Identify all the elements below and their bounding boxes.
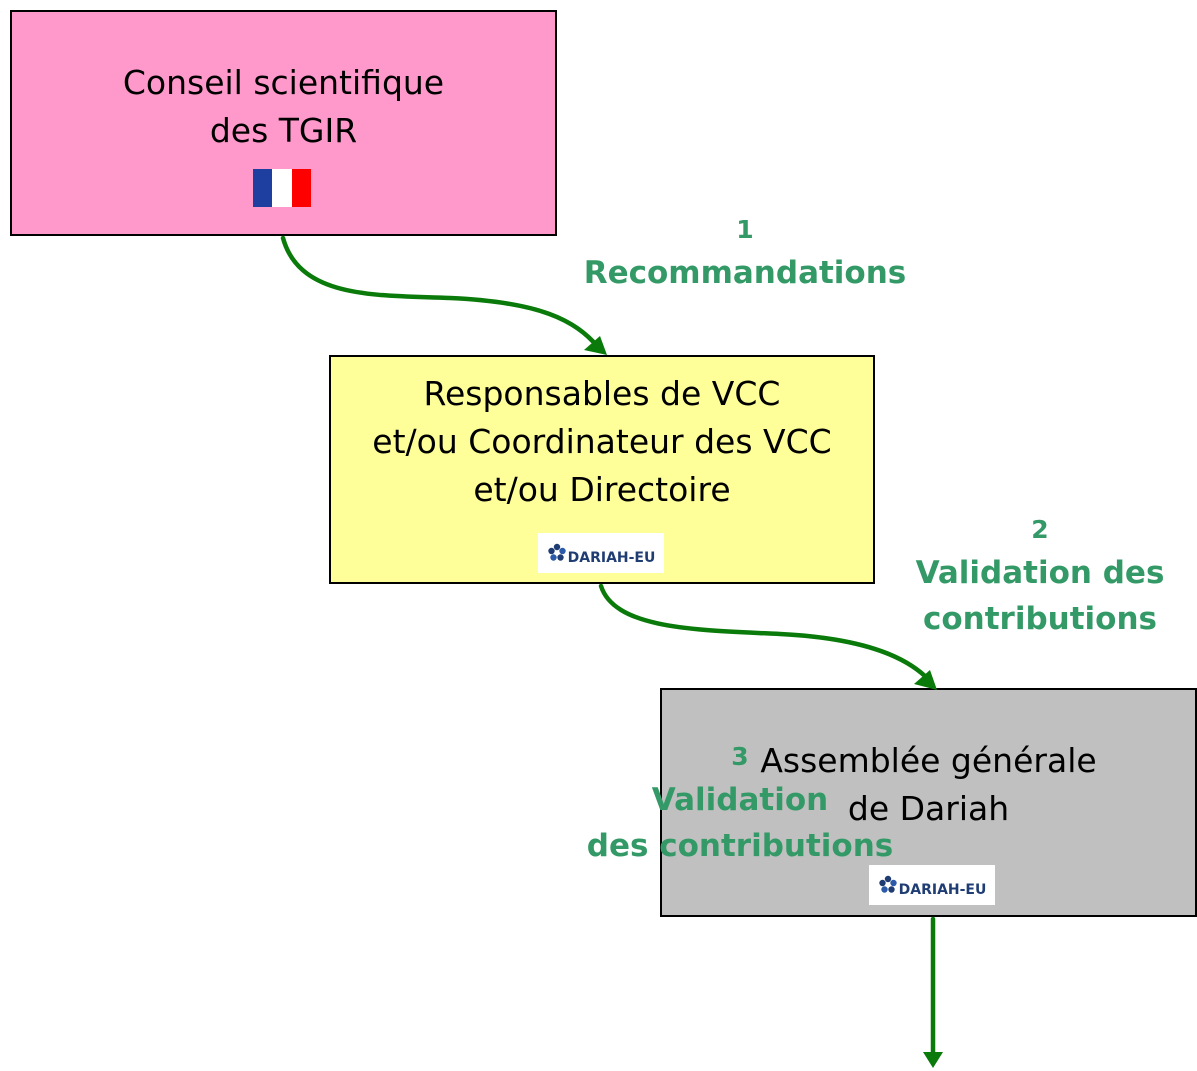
- edge-label-3: 3 Validation des contributions: [540, 737, 940, 869]
- node-responsables-line-3: et/ou Directoire: [473, 470, 731, 509]
- node-assemblee-generale: Assemblée générale de Dariah DARIAH-EU: [660, 688, 1197, 917]
- arrow-1-to-responsables: [280, 235, 601, 350]
- dariah-logo-text: DARIAH-EU: [567, 550, 656, 566]
- dariah-eu-logo: DARIAH-EU: [538, 533, 664, 573]
- node-responsables-vcc: Responsables de VCC et/ou Coordinateur d…: [329, 355, 875, 584]
- node-conseil-label: Conseil scientifique des TGIR: [12, 59, 555, 155]
- node-responsables-line-2: et/ou Coordinateur des VCC: [372, 422, 832, 461]
- edge-number-1: 1: [736, 215, 754, 244]
- node-responsables-label: Responsables de VCC et/ou Coordinateur d…: [331, 370, 873, 514]
- arrowhead-1: [584, 336, 607, 355]
- arrowhead-2: [914, 670, 937, 690]
- edge-number-3: 3: [731, 742, 749, 771]
- node-conseil-line-1: Conseil scientifique: [122, 63, 445, 102]
- edge-label-2: 2 Validation des contributions: [890, 510, 1190, 642]
- dariah-eu-logo: DARIAH-EU: [869, 865, 995, 905]
- node-conseil-scientifique: Conseil scientifique des TGIR: [10, 10, 557, 236]
- edge-label-1-line-1: Recommandations: [583, 255, 907, 291]
- arrow-2-to-assemblee: [598, 583, 932, 683]
- french-flag-icon: [253, 169, 311, 207]
- edge-label-3-line-1: Validation: [651, 782, 829, 818]
- node-conseil-line-2: des TGIR: [209, 111, 358, 150]
- node-assemblee-line-2: de Dariah: [847, 789, 1010, 828]
- flag-stripe-blue: [253, 169, 273, 207]
- dariah-flower-icon: [878, 875, 897, 893]
- edge-label-2-line-1: Validation des: [915, 555, 1165, 591]
- arrowhead-3: [923, 1052, 943, 1068]
- flag-stripe-white: [272, 169, 292, 207]
- edge-label-2-line-2: contributions: [923, 601, 1157, 637]
- edge-label-3-line-2: des contributions: [586, 828, 894, 864]
- edge-number-2: 2: [1031, 515, 1049, 544]
- node-assemblee-line-1: Assemblée générale: [760, 741, 1097, 780]
- node-assemblee-label: Assemblée générale de Dariah: [662, 737, 1195, 833]
- edge-label-1: 1 Recommandations: [545, 210, 945, 296]
- node-responsables-line-1: Responsables de VCC: [423, 374, 781, 413]
- dariah-logo-text: DARIAH-EU: [898, 882, 987, 898]
- flag-stripe-red: [291, 169, 311, 207]
- dariah-flower-icon: [547, 543, 566, 561]
